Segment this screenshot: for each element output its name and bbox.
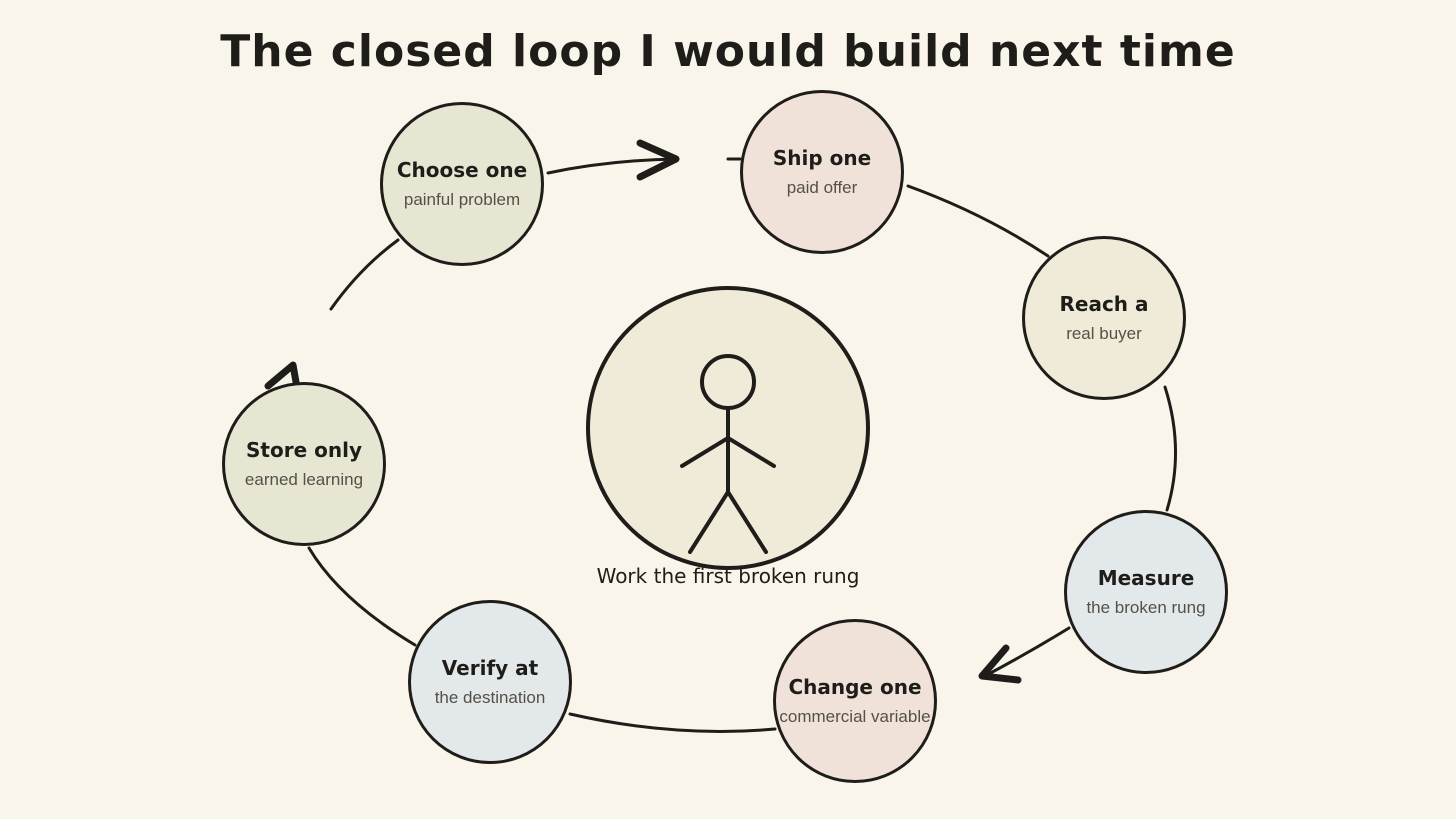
step-verify-at: Verify at the destination [408,600,572,764]
step-title: Store only [246,438,362,462]
step-title: Change one [788,675,922,699]
step-subtitle: real buyer [1066,324,1142,343]
connector-reach-to-measure [1163,385,1177,512]
step-reach-a: Reach a real buyer [1022,236,1186,400]
step-measure: Measure the broken rung [1064,510,1228,674]
stick-figure-icon [680,354,776,554]
center-label: Work the first broken rung [596,564,860,588]
connector-ship-to-reach [906,184,1050,258]
connector-measure-to-change [983,626,1071,678]
arrowhead-right-icon [636,139,680,181]
arrowhead-up-icon [264,361,300,390]
step-title: Verify at [441,656,539,680]
connector-store-to-choose [329,238,400,311]
step-subtitle: the broken rung [1086,598,1206,617]
step-subtitle: the destination [434,688,546,707]
connector-choose-to-ship [546,157,680,175]
connector-change-to-verify [568,712,777,733]
connector-verify-to-store [307,546,417,647]
step-title: Ship one [772,146,872,170]
step-title: Reach a [1059,292,1149,316]
step-title: Choose one [396,158,528,182]
step-subtitle: earned learning [244,470,364,489]
step-change-one: Change one commercial variable [773,619,937,783]
center-circle [586,286,870,570]
step-subtitle: commercial variable [779,707,931,726]
step-subtitle: paid offer [786,178,858,197]
step-ship-one: Ship one paid offer [740,90,904,254]
diagram-title: The closed loop I would build next time [220,26,1236,77]
step-subtitle: painful problem [403,190,521,209]
arrowhead-left-icon [978,644,1022,684]
step-choose-one: Choose one painful problem [380,102,544,266]
step-title: Measure [1097,566,1195,590]
step-store-only: Store only earned learning [222,382,386,546]
